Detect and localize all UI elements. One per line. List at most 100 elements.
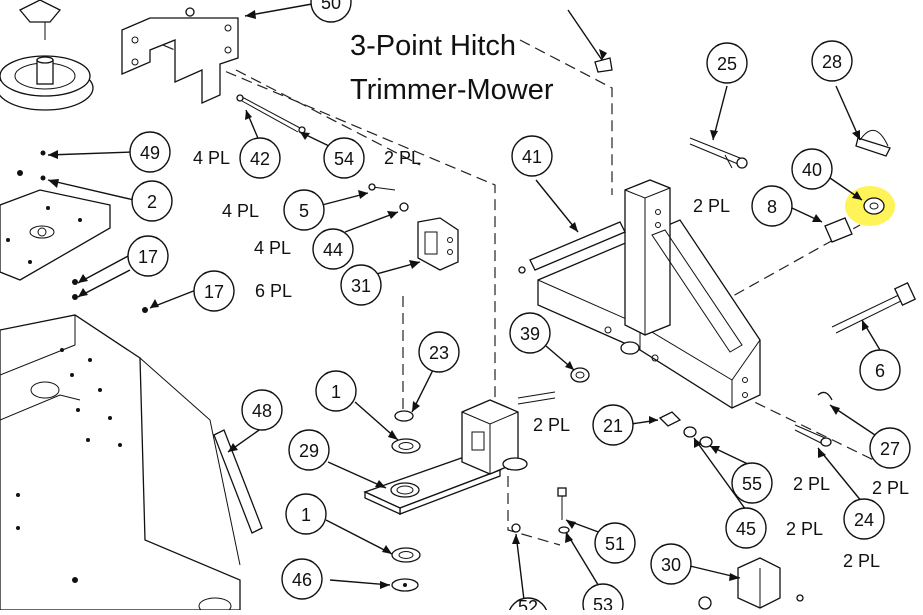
pin-part-24	[794, 424, 832, 447]
svg-text:52: 52	[518, 597, 538, 610]
callout-45: 45	[725, 507, 767, 549]
callout-50: 50	[310, 0, 352, 23]
bracket-part-30	[737, 557, 781, 609]
arm-part-29	[363, 391, 556, 516]
qty-label-2pl-27: 2 PL	[872, 478, 909, 498]
callout-23: 23	[418, 331, 460, 373]
hitch-frame-part-41	[529, 179, 761, 409]
svg-text:54: 54	[334, 149, 354, 169]
callout-44: 44	[312, 228, 354, 270]
svg-text:48: 48	[252, 401, 272, 421]
callout-51: 51	[594, 522, 636, 564]
qty-label-2pl-24b: 2 PL	[843, 551, 880, 571]
callout-30: 30	[650, 543, 692, 585]
svg-text:1: 1	[331, 382, 341, 402]
svg-text:27: 27	[880, 439, 900, 459]
svg-text:24: 24	[854, 510, 874, 530]
svg-text:17: 17	[138, 247, 158, 267]
deck-plate	[0, 189, 111, 281]
callout-42: 42	[239, 137, 281, 179]
svg-text:42: 42	[250, 149, 270, 169]
pin-part-25	[689, 137, 748, 169]
qty-label-4pl-5: 4 PL	[222, 201, 259, 221]
qty-label-2pl-54: 2 PL	[384, 148, 421, 168]
svg-text:31: 31	[351, 276, 371, 296]
spacer-part-8	[824, 217, 853, 243]
svg-text:53: 53	[593, 595, 613, 610]
svg-text:8: 8	[767, 197, 777, 217]
qty-label-2pl-45: 2 PL	[786, 519, 823, 539]
clip-part-27	[817, 391, 833, 401]
bearing-part-1-top	[391, 438, 421, 454]
bracket-part-31	[417, 217, 459, 271]
callout-21: 21	[592, 404, 634, 446]
svg-text:6: 6	[875, 361, 885, 381]
qty-label-6pl-17: 6 PL	[255, 281, 292, 301]
svg-text:50: 50	[321, 0, 341, 13]
callout-39: 39	[509, 312, 551, 354]
callout-48: 48	[241, 389, 283, 431]
washer-part-45	[683, 426, 697, 438]
callout-25: 25	[706, 42, 748, 84]
callout-1-lower: 1	[285, 493, 327, 535]
svg-text:30: 30	[661, 555, 681, 575]
qty-label-2pl-41: 2 PL	[693, 196, 730, 216]
callout-46: 46	[281, 558, 323, 600]
leader-arrowheads	[48, 10, 869, 589]
svg-text:40: 40	[802, 160, 822, 180]
callout-17-upper: 17	[127, 235, 169, 277]
qty-label-2pl-arm: 2 PL	[533, 415, 570, 435]
svg-text:44: 44	[323, 240, 343, 260]
svg-text:1: 1	[301, 505, 311, 525]
callout-40: 40	[791, 148, 833, 190]
diagram-title-line-1: 3-Point Hitch	[350, 30, 517, 62]
qty-label-2pl-24a: 2 PL	[793, 474, 830, 494]
svg-text:28: 28	[822, 52, 842, 72]
svg-text:49: 49	[140, 143, 160, 163]
washer-part-55	[699, 436, 713, 448]
washer-part-53	[558, 526, 570, 534]
callout-6: 6	[859, 349, 901, 391]
svg-text:2: 2	[147, 192, 157, 212]
diagram-title-line-2: Trimmer-Mower	[350, 74, 554, 106]
svg-text:25: 25	[717, 54, 737, 74]
callout-27: 27	[869, 427, 911, 469]
qty-label-4pl-42: 4 PL	[193, 148, 230, 168]
main-frame	[0, 314, 241, 615]
fasteners	[17, 150, 148, 313]
svg-text:29: 29	[299, 441, 319, 461]
svg-text:45: 45	[736, 519, 756, 539]
callout-24: 24	[843, 498, 885, 540]
callout-28: 28	[811, 40, 853, 82]
callout-49: 49	[129, 131, 171, 173]
svg-text:23: 23	[429, 343, 449, 363]
svg-text:39: 39	[520, 324, 540, 344]
callout-31: 31	[340, 264, 382, 306]
callout-2: 2	[131, 180, 173, 222]
nut-part-52	[511, 523, 521, 533]
callout-29: 29	[288, 429, 330, 471]
svg-text:21: 21	[603, 416, 623, 436]
callout-8: 8	[751, 185, 793, 227]
plate-part-48	[213, 429, 263, 534]
svg-text:17: 17	[204, 282, 224, 302]
bolt-part-51	[557, 487, 567, 520]
nut-part	[185, 7, 195, 17]
callout-5: 5	[283, 189, 325, 231]
callout-53: 53	[582, 583, 624, 615]
nut-part-21	[658, 411, 682, 427]
callout-1-upper: 1	[315, 370, 357, 412]
callout-41: 41	[511, 135, 553, 177]
washer-part-40	[863, 197, 885, 215]
bearing-part-1-bottom	[391, 547, 421, 563]
washer-part-23	[394, 410, 414, 422]
washer-part-39	[570, 367, 590, 383]
svg-text:55: 55	[742, 474, 762, 494]
svg-text:46: 46	[292, 570, 312, 590]
clip-part-28	[855, 130, 891, 157]
svg-text:5: 5	[299, 201, 309, 221]
bolt-part-5	[371, 186, 396, 191]
bolt-part-54	[236, 94, 306, 134]
pin-part-6	[831, 282, 917, 334]
